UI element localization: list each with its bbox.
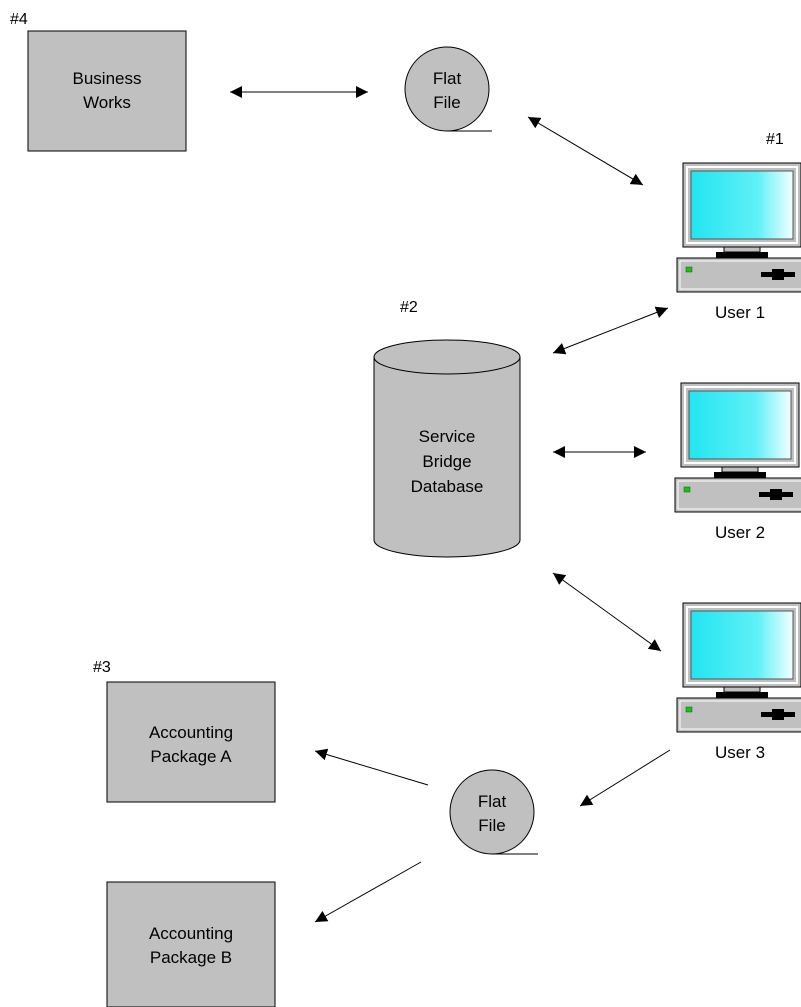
database-label-2: Bridge: [422, 452, 471, 471]
business-works-label-1: Business: [73, 69, 142, 88]
flat-file-bottom-node: Flat File: [449, 769, 538, 855]
arrow-flat-file-accounting-a: [314, 748, 429, 786]
service-bridge-database: Service Bridge Database: [373, 339, 521, 558]
user-2-label: User 2: [715, 523, 765, 542]
accounting-a-label-2: Package A: [150, 747, 232, 766]
flat-file-bottom-label-2: File: [478, 816, 505, 835]
flat-file-top-label-1: Flat: [433, 69, 462, 88]
accounting-a-label-1: Accounting: [149, 723, 233, 742]
accounting-package-a-node: Accounting Package A: [106, 681, 276, 803]
accounting-package-b-node: Accounting Package B: [106, 881, 276, 1007]
database-label-3: Database: [411, 477, 484, 496]
arrow-database-user-1: [552, 306, 669, 355]
accounting-b-label-1: Accounting: [149, 924, 233, 943]
database-label-1: Service: [419, 427, 476, 446]
business-works-label-2: Works: [83, 93, 131, 112]
marker-4: #4: [10, 11, 28, 28]
flat-file-top-label-2: File: [433, 93, 460, 112]
marker-1: #1: [766, 131, 784, 148]
user-3-label: User 3: [715, 743, 765, 762]
arrow-flat-file-user-1: [527, 116, 644, 186]
arrow-user-3-flat-file: [579, 749, 671, 807]
business-works-node: Business Works: [27, 30, 187, 152]
marker-2: #2: [400, 299, 418, 316]
marker-3: #3: [93, 659, 111, 676]
flat-file-top-node: Flat File: [404, 46, 492, 132]
flat-file-bottom-label-1: Flat: [478, 792, 507, 811]
user-1-computer: User 1: [676, 162, 801, 322]
arrow-database-user-3: [552, 572, 662, 652]
arrow-flat-file-accounting-b: [314, 861, 422, 923]
user-3-computer: User 3: [676, 602, 801, 762]
accounting-b-label-2: Package B: [150, 948, 232, 967]
user-2-computer: User 2: [674, 382, 801, 542]
user-1-label: User 1: [715, 303, 765, 322]
